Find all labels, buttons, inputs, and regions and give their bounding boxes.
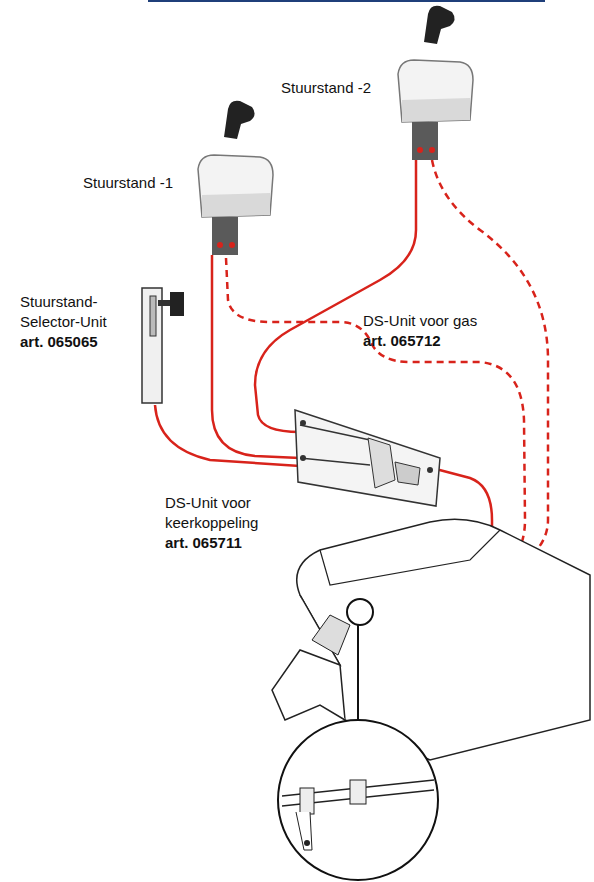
head-bracket: [412, 122, 438, 160]
cable-end: [429, 147, 435, 153]
detail-clamp: [350, 780, 366, 804]
part-label: Stuurstand- Selector-Unit: [20, 292, 120, 332]
article-number: art. 065711: [165, 533, 242, 553]
engine-edge: [320, 530, 500, 585]
cable-end: [417, 147, 423, 153]
gearbox: [272, 595, 345, 720]
selector-cable: [155, 405, 300, 466]
ds-plate: [295, 410, 440, 506]
ds-rod: [300, 458, 370, 465]
part-label: DS-Unit voor keerkoppeling: [165, 493, 280, 533]
head-body: [198, 155, 273, 217]
detail-circle: [278, 720, 438, 880]
bolt: [427, 467, 433, 473]
article-number: art. 065065: [20, 332, 98, 352]
detail-arm: [296, 812, 312, 850]
head-shade: [402, 98, 470, 122]
gear-lever: [312, 615, 350, 655]
lever-handle: [224, 101, 255, 139]
bolt: [300, 420, 306, 426]
detail-clamp: [300, 788, 314, 814]
article-number: art. 065712: [363, 331, 441, 351]
engine: [272, 519, 590, 880]
shift-cable: [255, 160, 416, 432]
head-bracket: [212, 217, 238, 255]
head-shade: [202, 193, 270, 217]
part-label: Stuurstand -1: [83, 173, 173, 193]
selector-stem: [158, 300, 172, 306]
shift-cable: [212, 255, 300, 458]
detail-pin: [304, 840, 310, 846]
cable-end: [229, 242, 235, 248]
part-label: Stuurstand -2: [281, 78, 371, 98]
ds-lever: [368, 438, 395, 488]
bolt: [300, 455, 306, 461]
leader-line: [357, 625, 359, 720]
control-head: [398, 6, 473, 160]
top-rule: [148, 0, 545, 2]
selector-handle: [170, 292, 184, 316]
ds-rod: [300, 425, 370, 440]
head-body: [398, 60, 473, 122]
selector-slot: [150, 296, 156, 336]
cable-end: [217, 242, 223, 248]
selector-unit: [142, 288, 184, 403]
ds-lever: [395, 462, 420, 485]
control-head: [198, 101, 273, 255]
part-label: DS-Unit voor gas: [363, 311, 477, 331]
detail-marker: [347, 599, 373, 625]
lever-handle: [424, 6, 455, 44]
ds-unit: [295, 410, 440, 506]
